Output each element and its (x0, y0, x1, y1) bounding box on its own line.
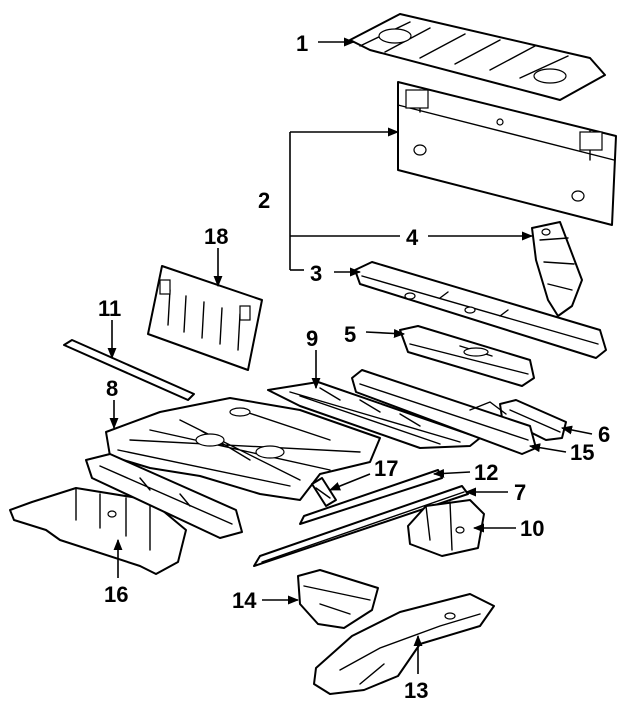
callout-4: 4 (406, 225, 419, 250)
callout-1: 1 (296, 31, 308, 56)
callout-10: 10 (520, 516, 544, 541)
part-8-floor-pan (105, 397, 381, 501)
callout-8: 8 (106, 376, 118, 401)
leader-12 (432, 468, 471, 478)
part-18-seat-back-panel (147, 265, 263, 371)
callout-9: 9 (306, 326, 318, 351)
leader-6 (560, 425, 593, 435)
callout-17: 17 (374, 456, 398, 481)
callout-3: 3 (310, 261, 322, 286)
callout-labels: 1 2 3 4 5 6 7 8 9 10 11 12 13 14 15 16 1… (98, 31, 610, 703)
floor-side-frame (85, 453, 243, 539)
part-7-rocker-reinforcement (253, 485, 469, 567)
part-11-seal-strip (63, 339, 195, 401)
part-1-package-tray (349, 13, 606, 101)
callout-13: 13 (404, 678, 428, 703)
callout-14: 14 (232, 588, 257, 613)
callout-16: 16 (104, 582, 128, 607)
leader-5 (365, 328, 406, 338)
part-13-rear-side-rail (313, 593, 495, 695)
part-17-clip (311, 477, 337, 507)
callout-2: 2 (258, 188, 270, 213)
callout-15: 15 (570, 440, 594, 465)
callout-5: 5 (344, 322, 356, 347)
part-14-bracket (297, 569, 379, 629)
leader-15 (528, 443, 567, 453)
callout-18: 18 (204, 224, 228, 249)
callout-11: 11 (98, 296, 121, 321)
callout-7: 7 (514, 480, 526, 505)
leader-17 (328, 473, 371, 491)
part-2-rear-body-panel (397, 81, 617, 226)
part-5-floor-reinforcement (399, 325, 535, 387)
callout-6: 6 (598, 422, 610, 447)
part-3-crossmember (354, 261, 607, 359)
part-16-floor-crossmember (9, 487, 187, 575)
callout-12: 12 (474, 460, 498, 485)
part-4-bracket (531, 221, 583, 317)
leader-lines (107, 37, 593, 674)
